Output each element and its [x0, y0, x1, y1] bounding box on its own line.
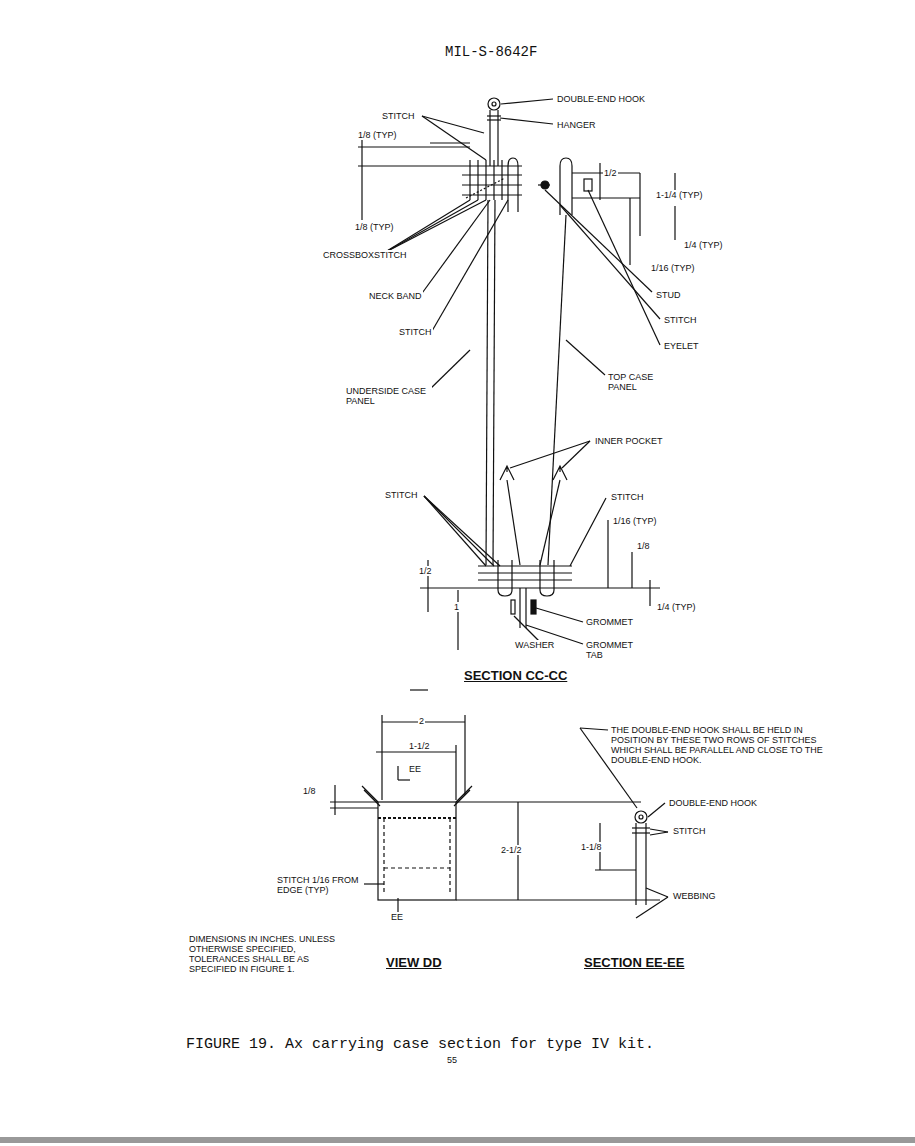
drawing-label: HANGER	[556, 120, 597, 130]
drawing-label: STITCH	[398, 327, 433, 337]
drawing-label: 1-1/4 (TYP)	[655, 190, 704, 200]
drawing-label: EE	[408, 764, 422, 774]
drawing-label: STUD	[655, 290, 682, 300]
drawing-label: 1-1/8	[580, 842, 603, 852]
drawing-label: 1	[453, 602, 460, 612]
drawing-label: 1/8	[302, 786, 317, 796]
drawing-label: SECTION EE-EE	[583, 955, 685, 970]
drawing-label: DOUBLE-END HOOK	[668, 798, 758, 808]
drawing-label: STITCH	[384, 490, 419, 500]
drawing-label: EE	[390, 912, 404, 922]
drawing-label: NECK BAND	[368, 291, 423, 301]
drawing-label: 1/2	[418, 566, 433, 576]
drawing-label: 1/8 (TYP)	[354, 222, 395, 232]
drawing-label: STITCH 1/16 FROM EDGE (TYP)	[276, 875, 364, 895]
drawing-label: TOP CASE PANEL	[607, 372, 669, 392]
drawing-label: 1/4 (TYP)	[683, 240, 724, 250]
drawing-label: 1/2	[603, 168, 618, 178]
page-header: MIL-S-8642F	[444, 44, 538, 60]
drawing-label: 1/16 (TYP)	[612, 516, 658, 526]
drawing-label: STITCH	[663, 315, 698, 325]
drawing-label: 2	[418, 716, 425, 726]
drawing-label: 1/16 (TYP)	[650, 263, 696, 273]
drawing-label: INNER POCKET	[594, 436, 664, 446]
drawing-label: 1/8 (TYP)	[357, 130, 398, 140]
drawing-label: 55	[446, 1055, 458, 1065]
drawing-label: 1-1/2	[408, 741, 431, 751]
drawing-label: UNDERSIDE CASE PANEL	[345, 386, 432, 406]
drawing-label: SECTION CC-CC	[463, 668, 568, 683]
drawing-label: DOUBLE-END HOOK	[556, 94, 646, 104]
drawing-label: STITCH	[610, 492, 645, 502]
drawing-label: EYELET	[663, 341, 700, 351]
drawing-label: 1/8	[636, 541, 651, 551]
drawing-label: DIMENSIONS IN INCHES. UNLESS OTHERWISE S…	[188, 934, 340, 974]
drawing-label: THE DOUBLE-END HOOK SHALL BE HELD IN POS…	[610, 725, 847, 765]
drawing-label: VIEW DD	[385, 955, 443, 970]
drawing-label: GROMMET	[585, 617, 634, 627]
drawing-label: 1/4 (TYP)	[656, 602, 697, 612]
drawing-label: GROMMET TAB	[585, 640, 632, 660]
figure-caption: FIGURE 19. Ax carrying case section for …	[185, 1036, 655, 1053]
drawing-label: CROSSBOXSTITCH	[322, 250, 408, 260]
drawing-label: 2-1/2	[500, 845, 523, 855]
drawing-label: WEBBING	[672, 891, 717, 901]
drawing-label: STITCH	[381, 111, 416, 121]
drawing-label: WASHER	[514, 640, 555, 650]
drawing-label: STITCH	[672, 826, 707, 836]
